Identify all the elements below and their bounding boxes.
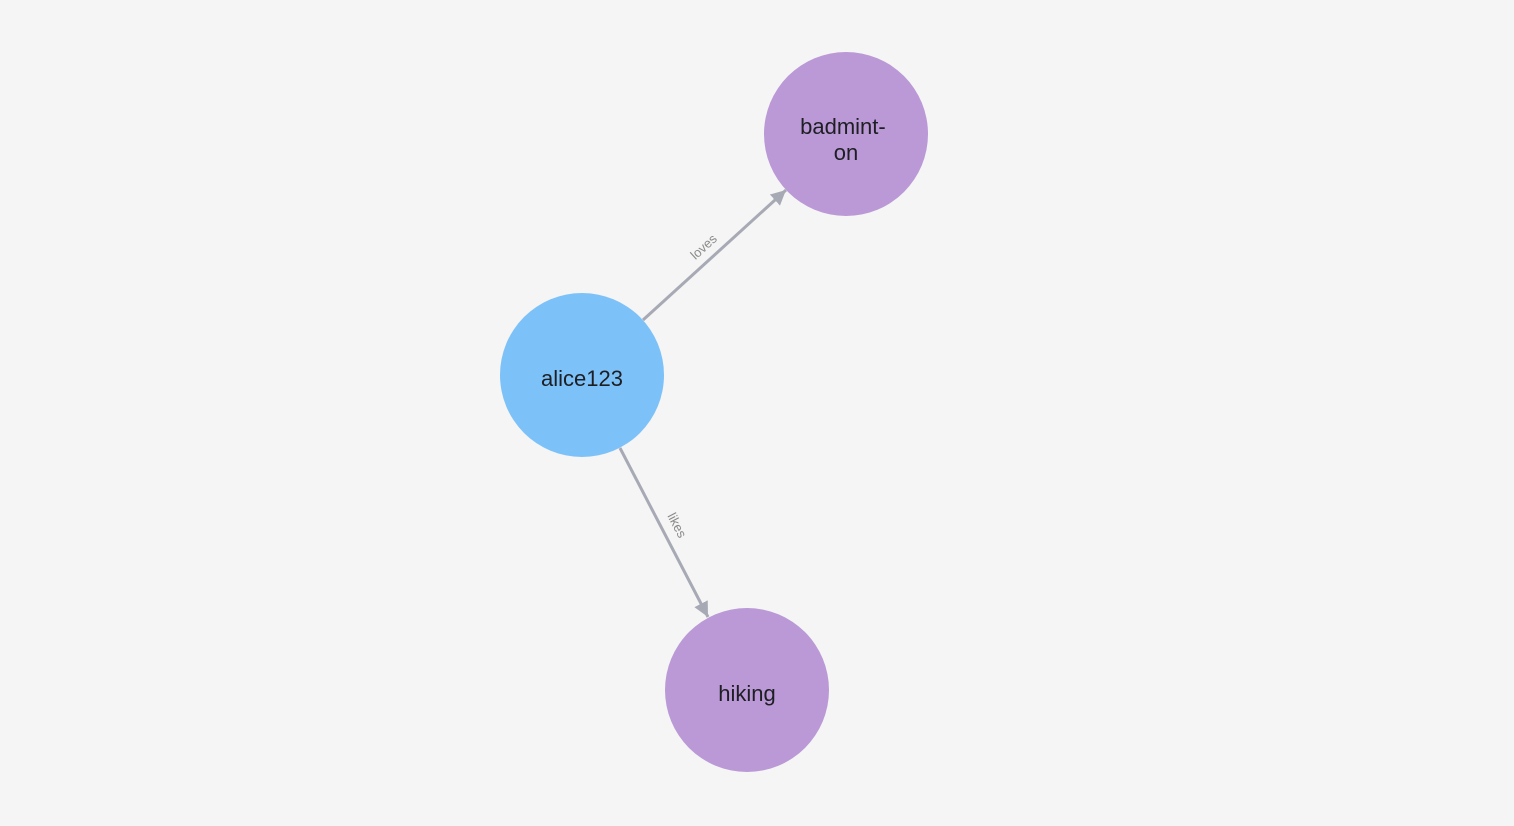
node-label-badminton: badmint- on: [800, 114, 892, 165]
node-circle-alice123[interactable]: [500, 293, 664, 457]
node-hiking[interactable]: hiking: [665, 608, 829, 772]
node-badminton[interactable]: badmint- on: [764, 52, 928, 216]
node-label-badminton-line2: on: [834, 140, 858, 165]
node-label-badminton-line1: badmint-: [800, 114, 886, 139]
node-circle-badminton[interactable]: [764, 52, 928, 216]
node-label-hiking: hiking: [718, 681, 775, 706]
node-label-alice123: alice123: [541, 366, 623, 391]
edge-line-loves[interactable]: [641, 188, 788, 322]
node-alice123[interactable]: alice123: [500, 293, 664, 457]
node-circle-hiking[interactable]: [665, 608, 829, 772]
edge-line-likes[interactable]: [618, 447, 710, 618]
